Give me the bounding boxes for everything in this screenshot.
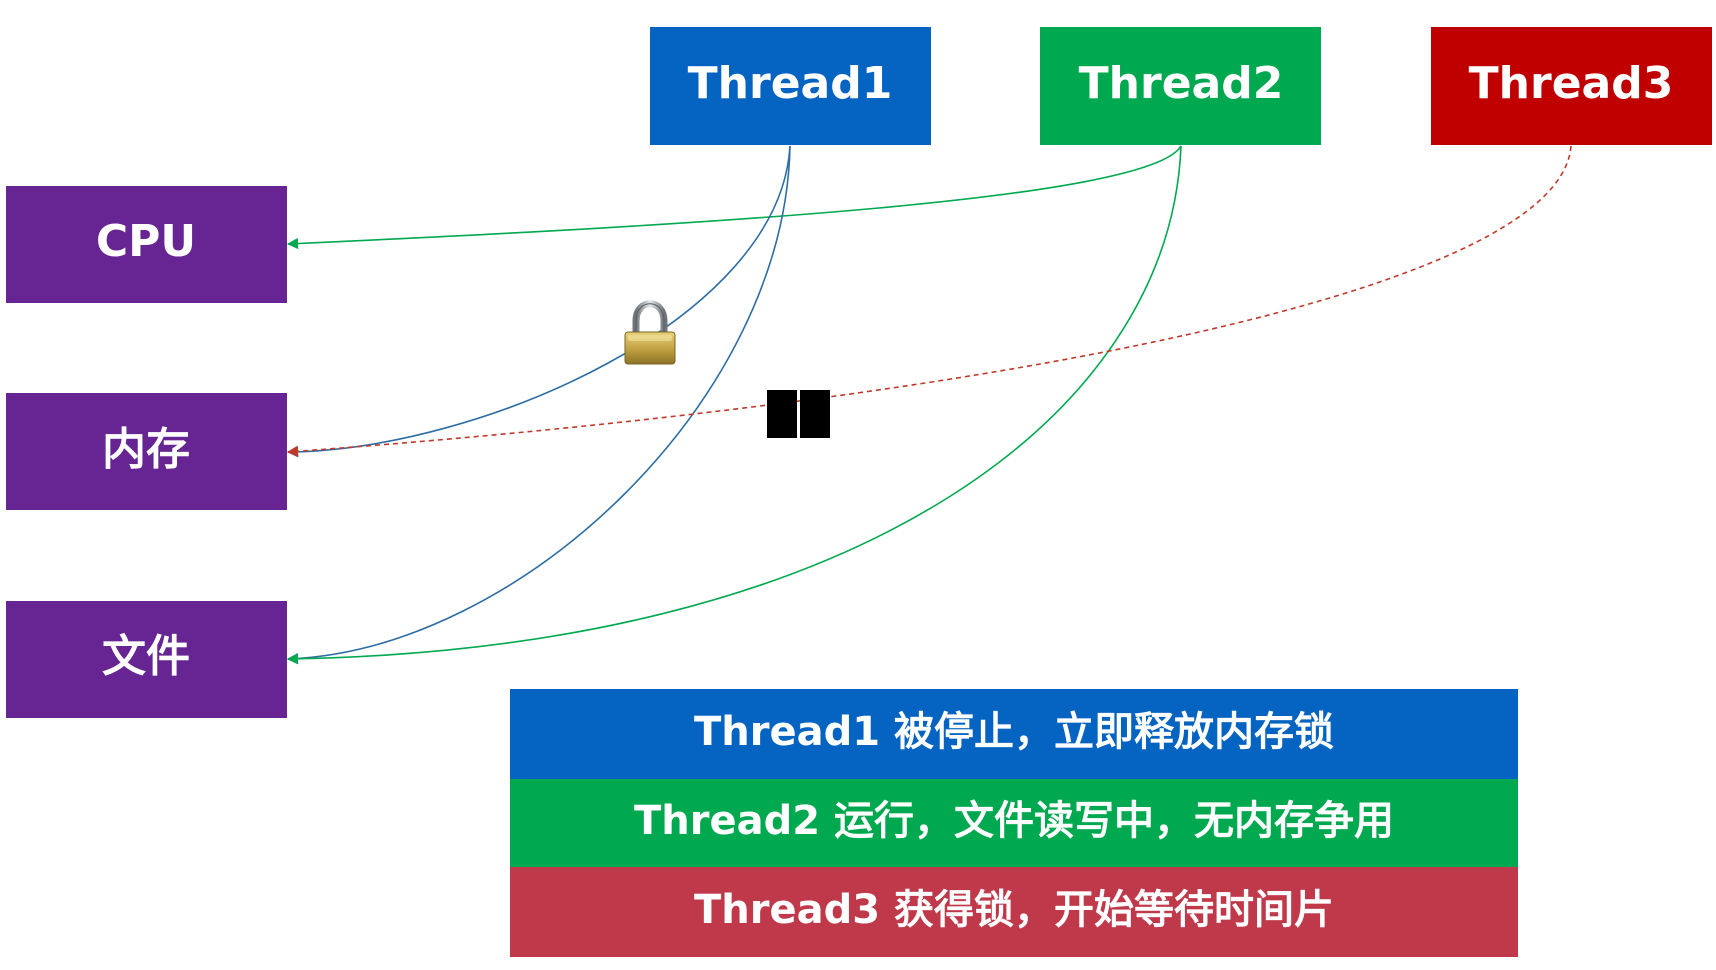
thread2-label: Thread2 [1079, 58, 1284, 109]
thread2-box-bg [1040, 27, 1321, 145]
file-box: 文件 [6, 601, 287, 718]
status-line-thread2-bg [510, 779, 1518, 867]
status-panel: Thread1 被停止，立即释放内存锁 Thread2 运行，文件读写中，无内存… [510, 689, 1518, 957]
thread3-box: Thread3 [1431, 27, 1712, 145]
status-line-thread3: Thread3 获得锁，开始等待时间片 [510, 867, 1518, 957]
cpu-box-bg [6, 186, 287, 303]
thread1-to-file-line [286, 145, 791, 665]
memory-box-bg [6, 393, 287, 510]
status-line-thread1-text: Thread1 被停止，立即释放内存锁 [694, 709, 1334, 755]
thread1-label: Thread1 [688, 58, 893, 109]
status-line-thread3-text: Thread3 获得锁，开始等待时间片 [694, 887, 1334, 933]
status-line-thread1-bg [510, 689, 1518, 779]
thread1-box: Thread1 [650, 27, 931, 145]
thread3-label: Thread3 [1469, 58, 1674, 109]
thread2-box: Thread2 [1040, 27, 1321, 145]
status-line-thread2-text: Thread2 运行，文件读写中，无内存争用 [634, 798, 1394, 844]
status-line-thread2: Thread2 运行，文件读写中，无内存争用 [510, 779, 1518, 867]
memory-label: 内存 [102, 424, 190, 475]
pause-icon [767, 390, 830, 438]
padlock-icon [624, 300, 676, 365]
file-label: 文件 [102, 631, 190, 682]
thread1-box-bg [650, 27, 931, 145]
thread2-to-file-line [286, 145, 1182, 665]
thread1-to-memory-line [286, 145, 791, 458]
thread3-box-bg [1431, 27, 1712, 145]
status-line-thread3-bg [510, 867, 1518, 957]
thread2-to-cpu-line [286, 145, 1182, 250]
connections [286, 145, 1572, 665]
memory-box: 内存 [6, 393, 287, 510]
file-box-bg [6, 601, 287, 718]
status-line-thread1: Thread1 被停止，立即释放内存锁 [510, 689, 1518, 779]
cpu-box: CPU [6, 186, 287, 303]
thread3-to-memory-line [286, 145, 1572, 457]
cpu-label: CPU [96, 216, 196, 267]
